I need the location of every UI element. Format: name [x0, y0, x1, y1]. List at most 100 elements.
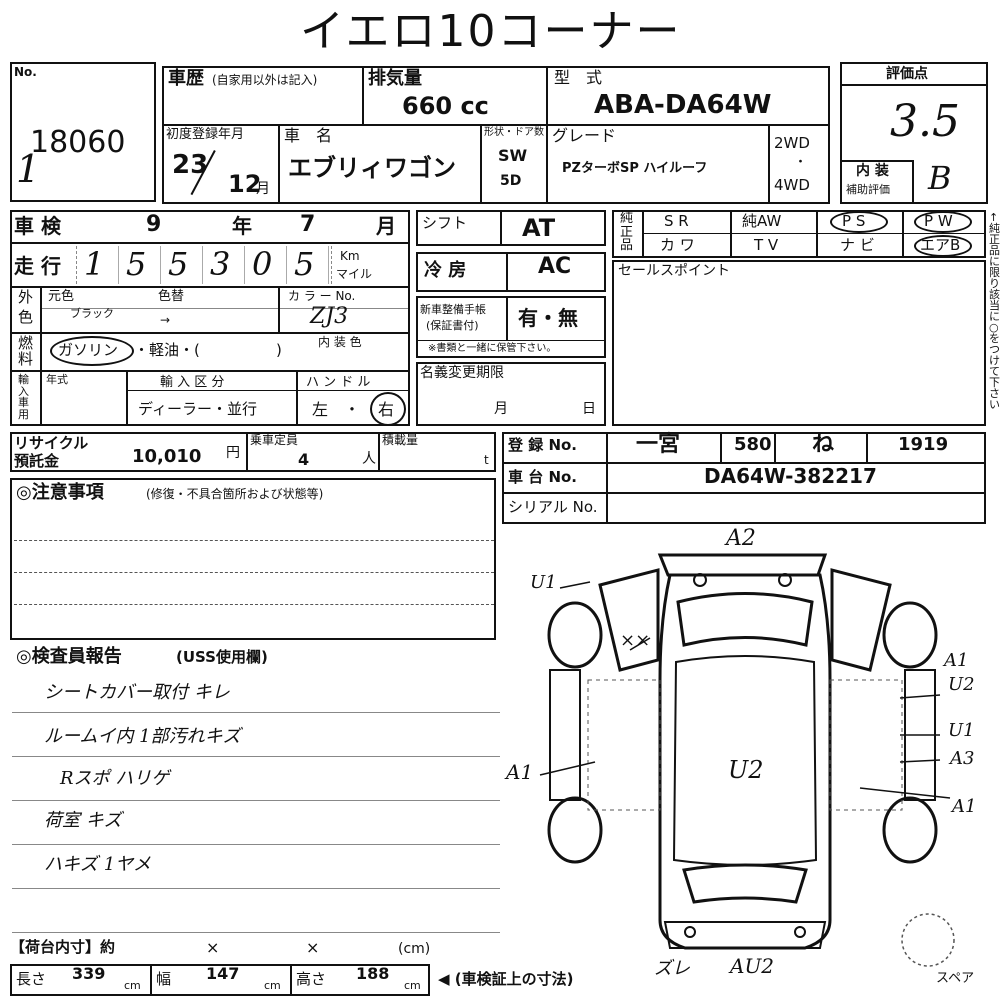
width-label: 幅	[156, 970, 172, 988]
grade-label: グレード	[552, 126, 617, 145]
length-unit: cm	[124, 979, 141, 992]
equip-airbag: エアB	[920, 236, 961, 254]
height-label: 高さ	[296, 970, 327, 988]
drive-4wd: 4WD	[774, 176, 810, 194]
grade-evaluation-score: 3.5	[890, 96, 960, 147]
inspector-line-1: シートカバー取付 キレ	[44, 682, 230, 703]
sheet-number-value: 18060	[30, 125, 126, 160]
name-change-day: 日	[582, 401, 596, 417]
inspection-year-unit: 年	[232, 214, 252, 238]
manual-label-1: 新車整備手帳	[420, 303, 486, 316]
repaint-arrow: →	[160, 313, 171, 327]
recycle-unit: 円	[226, 445, 240, 461]
damage-mark-u1-left: U1	[530, 572, 557, 593]
recycle-value: 10,010	[132, 446, 202, 467]
handle-label: ハ ン ド ル	[306, 375, 371, 390]
gasoline-circle	[50, 336, 134, 366]
dimensions-box	[10, 964, 430, 996]
interior-value: B	[928, 159, 952, 197]
equipment-box	[612, 210, 986, 258]
cargo-label: 【荷台内寸】約	[10, 938, 116, 956]
inspector-line-4: 荷室 キズ	[44, 810, 122, 831]
recycle-label-2: 預託金	[14, 452, 60, 470]
drive-2wd: 2WD	[774, 134, 810, 152]
handle-left: 左	[312, 400, 329, 419]
cargo-unit: (cm)	[398, 941, 431, 957]
equip-navi: ナ ビ	[840, 236, 875, 254]
fuel-side-label-1: 燃	[18, 334, 34, 352]
name-change-label: 名義変更期限	[420, 365, 504, 381]
shift-box	[416, 210, 606, 246]
page-title: イエロ10コーナー	[300, 6, 682, 57]
aircon-value: AC	[538, 254, 572, 279]
history-note: (自家用以外は記入)	[212, 73, 318, 87]
spare-tire-label: スペア	[936, 971, 975, 986]
car-name-label: 車 名	[284, 126, 333, 145]
load-label: 積載量	[382, 433, 419, 447]
grade-evaluation-title: 評価点	[886, 66, 928, 82]
original-color-label: 元色	[48, 289, 75, 304]
equip-sr: S R	[664, 212, 689, 230]
import-division-value: ディーラー・並行	[138, 400, 257, 418]
dimensions-note: ◀ (車検証上の寸法)	[438, 970, 574, 988]
sheet-number-box	[10, 62, 156, 202]
mileage-unit-mile: マイル	[336, 267, 373, 281]
inspection-year: 9	[146, 212, 162, 237]
displacement-label: 排気量	[368, 68, 422, 89]
shift-label: シフト	[422, 214, 468, 232]
height-value: 188	[356, 964, 390, 983]
sheet-number-label: No.	[14, 65, 37, 79]
color-code-value: ZJ3	[310, 304, 349, 329]
car-damage-diagram	[539, 553, 955, 967]
inspection-month: 7	[300, 212, 316, 237]
equip-airbag-circle	[914, 235, 972, 257]
serial-label: シリアル No.	[508, 498, 598, 516]
aux-evaluation-label: 補助評価	[846, 183, 890, 196]
inspector-line-3: Rスポ ハリゲ	[60, 768, 170, 789]
original-color-value: ブラック	[70, 307, 114, 320]
damage-mark-u2-center: U2	[728, 756, 764, 784]
damage-mark-a1-right: A1	[944, 650, 969, 671]
inspector-note: (USS使用欄)	[176, 648, 268, 666]
manual-note: ※書類と一緒に保管下さい。	[428, 343, 557, 354]
interior-label: 内 装	[856, 163, 889, 179]
fuel-diesel: ・軽油・(	[134, 341, 200, 359]
damage-mark-a3-right: A3	[950, 748, 975, 769]
registration-kana: ね	[812, 432, 835, 457]
color-code-label: カ ラ ー No.	[288, 289, 356, 303]
fuel-gasoline: ガソリン	[58, 341, 119, 359]
caution-label: ◎注意事項	[16, 482, 104, 503]
grade-value: PZターボSP ハイルーフ	[562, 161, 708, 176]
repaint-label: 色替	[158, 289, 185, 304]
aircon-box	[416, 252, 606, 292]
registration-number: 1919	[898, 434, 949, 455]
cargo-times-1: ×	[206, 938, 220, 957]
equip-pw: P W	[924, 212, 953, 230]
handle-dot: ・	[344, 400, 361, 419]
fuel-side-label-2: 料	[18, 350, 34, 368]
row1-box	[162, 66, 830, 204]
capacity-label: 乗車定員	[250, 433, 299, 447]
recycle-box	[10, 432, 496, 472]
vehicle-info-box	[10, 210, 410, 426]
damage-mark-xx: ××	[620, 630, 651, 651]
registration-label: 登 録 No.	[508, 436, 578, 454]
damage-mark-u2-right: U2	[948, 674, 975, 695]
equipment-side-label: 純正品	[620, 211, 634, 254]
grade-evaluation-box	[840, 62, 988, 204]
sales-point-label: セールスポイント	[618, 263, 730, 279]
caution-box	[10, 478, 496, 640]
body-shape-label: 形状・ドア数	[484, 127, 544, 138]
history-label: 車歴	[168, 68, 204, 89]
manual-value: 有・無	[518, 306, 578, 330]
model-code-label: 型 式	[554, 68, 603, 87]
inspection-label: 車 検	[14, 214, 61, 238]
inspector-label: ◎検査員報告	[16, 646, 122, 667]
equip-alloy-wheel: 純AW	[742, 212, 782, 230]
capacity-value: 4	[298, 450, 310, 469]
inspector-line-2: ルームイ内 1部汚れキズ	[44, 726, 241, 747]
first-registration-month: 12	[228, 170, 262, 198]
car-name-value: エブリィワゴン	[288, 154, 456, 182]
aircon-label: 冷 房	[424, 260, 467, 281]
equip-pw-circle	[914, 211, 972, 233]
